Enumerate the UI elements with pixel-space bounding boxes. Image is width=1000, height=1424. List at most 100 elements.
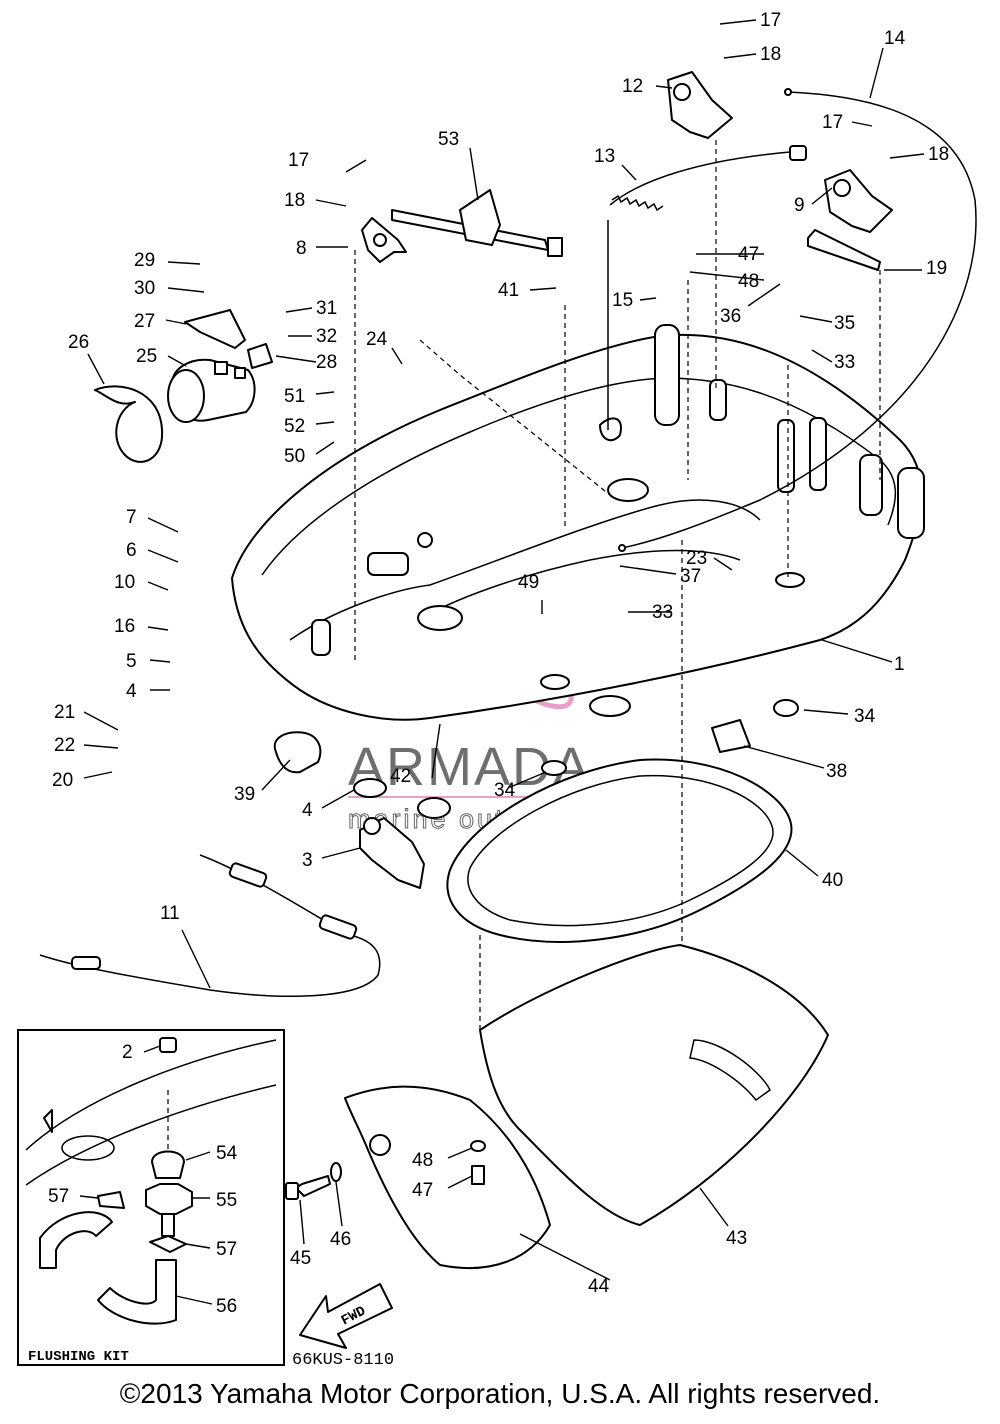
callout-21: 21 (54, 702, 75, 723)
callout-43: 43 (726, 1228, 747, 1249)
callout-34: 34 (854, 706, 876, 727)
callout-8: 8 (296, 238, 307, 259)
callout-45: 45 (290, 1248, 311, 1269)
callout-3: 3 (302, 850, 313, 871)
pad-part-38 (711, 719, 751, 753)
callout-4: 4 (126, 681, 137, 702)
latch-part-8 (361, 217, 407, 263)
callout-57: 57 (48, 1186, 69, 1207)
callout-32: 32 (316, 326, 337, 347)
diagram-code: 66KUS-8110 (292, 1351, 394, 1370)
callout-1: 1 (894, 654, 905, 675)
callout-55: 55 (216, 1190, 237, 1211)
grommet-part-4b (353, 778, 387, 798)
plate-part-19 (807, 229, 881, 271)
inset-title: FLUSHING KIT (28, 1349, 129, 1365)
flushing-kit-inset: FLUSHING KIT (17, 1029, 285, 1366)
grommet-part-34a (773, 699, 799, 717)
callout-20: 20 (52, 770, 73, 791)
callout-13: 13 (594, 146, 615, 167)
callout-49: 49 (518, 572, 539, 593)
washer-part-48b (470, 1140, 486, 1152)
callout-36: 36 (720, 306, 741, 327)
callout-53: 53 (438, 129, 459, 150)
callout-33: 33 (652, 602, 673, 623)
callout-11: 11 (160, 903, 180, 924)
bolt-part-45 (285, 1175, 331, 1200)
callout-41: 41 (498, 280, 519, 301)
spring-part-13 (607, 145, 807, 430)
callout-24: 24 (366, 329, 388, 350)
callout-51: 51 (284, 386, 305, 407)
callout-9: 9 (794, 195, 805, 216)
callout-34: 34 (494, 780, 516, 801)
callout-35: 35 (834, 313, 855, 334)
callout-25: 25 (136, 346, 157, 367)
callout-15: 15 (612, 290, 633, 311)
callout-27: 27 (134, 311, 155, 332)
callout-42: 42 (390, 766, 411, 787)
callout-23: 23 (686, 548, 707, 569)
callout-2: 2 (122, 1042, 133, 1063)
callout-18: 18 (760, 44, 781, 65)
callout-18: 18 (284, 190, 305, 211)
latch-part-12 (667, 71, 733, 139)
wire-part-14 (621, 91, 977, 549)
seal-part-40 (446, 758, 793, 943)
callout-19: 19 (926, 258, 947, 279)
washer-part-46 (330, 1162, 342, 1182)
callout-14: 14 (884, 28, 906, 49)
leader-lines (79, 19, 925, 1305)
callout-6: 6 (126, 540, 137, 561)
grommet-part-42 (417, 797, 451, 819)
callout-22: 22 (54, 735, 75, 756)
callout-50: 50 (284, 446, 305, 467)
callout-48: 48 (412, 1150, 433, 1171)
callout-29: 29 (134, 250, 155, 271)
callout-37: 37 (680, 566, 701, 587)
bolt-part-47b (471, 1165, 485, 1185)
bracket-part-53 (391, 189, 563, 257)
side-cover-part-44 (344, 1085, 551, 1269)
grommet-part-34b (541, 760, 567, 776)
callout-46: 46 (330, 1229, 351, 1250)
callout-57: 57 (216, 1239, 237, 1260)
bottom-cowling-part-1 (231, 324, 925, 721)
callout-12: 12 (622, 76, 643, 97)
callout-54: 54 (216, 1143, 238, 1164)
callout-17: 17 (288, 150, 309, 171)
callout-31: 31 (316, 298, 337, 319)
callout-38: 38 (826, 761, 847, 782)
solenoid-part-25 (167, 358, 256, 423)
copyright-notice: ©2013 Yamaha Motor Corporation, U.S.A. A… (119, 1378, 881, 1409)
callout-26: 26 (68, 332, 89, 353)
bracket-part-27 (184, 309, 246, 349)
callout-17: 17 (822, 112, 843, 133)
callout-16: 16 (114, 616, 135, 637)
strap-part-26 (94, 385, 164, 463)
callout-40: 40 (822, 870, 843, 891)
callout-48: 48 (738, 271, 759, 292)
callout-33: 33 (834, 352, 855, 373)
callout-4: 4 (302, 800, 313, 821)
cable-part-11 (39, 854, 381, 997)
callout-39: 39 (234, 784, 255, 805)
pad-part-39 (273, 731, 322, 774)
clip-part-28 (247, 343, 273, 369)
callout-5: 5 (126, 651, 137, 672)
callout-labels: 1 2 3 4 4 5 6 7 8 9 10 11 12 13 14 15 16… (48, 10, 949, 1317)
callout-7: 7 (126, 507, 137, 528)
fwd-arrow-icon: FWD (299, 1283, 393, 1349)
callout-30: 30 (134, 278, 155, 299)
side-cover-part-43 (479, 944, 829, 1226)
bracket-part-3 (359, 817, 425, 889)
callout-28: 28 (316, 352, 337, 373)
callout-52: 52 (284, 416, 305, 437)
callout-10: 10 (114, 572, 135, 593)
latch-part-9 (824, 169, 893, 233)
assembly-lines (167, 140, 881, 1150)
callout-17: 17 (760, 10, 781, 31)
callout-47: 47 (412, 1180, 433, 1201)
callout-44: 44 (588, 1276, 610, 1297)
